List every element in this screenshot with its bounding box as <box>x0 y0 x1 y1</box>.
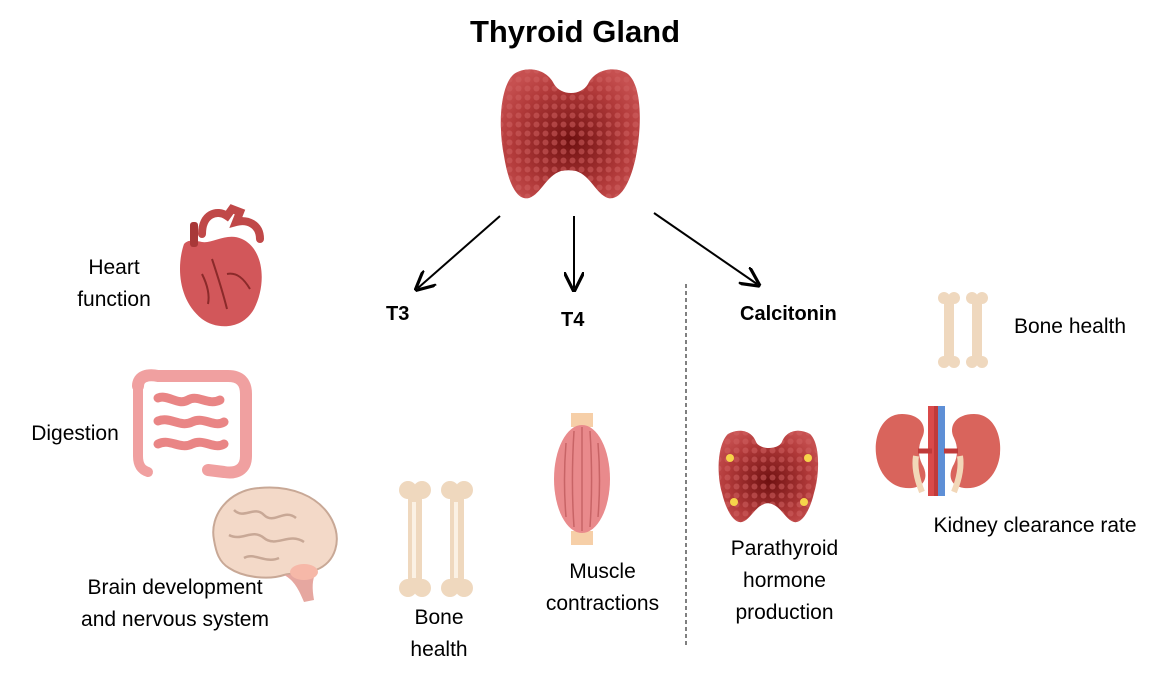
label-line: Parathyroid <box>730 537 839 560</box>
hormone-t4: T4 <box>561 309 585 331</box>
label-line: Heart <box>88 256 140 279</box>
thyroid-gland-icon <box>500 69 640 199</box>
label-bone-health-t3: Bone health <box>384 602 494 666</box>
label-muscle: Muscle contractions <box>530 556 675 620</box>
arrow-to-t3 <box>418 215 501 288</box>
bone-icon <box>399 481 473 597</box>
intestine-icon <box>132 369 252 479</box>
brain-icon <box>212 486 338 602</box>
hormone-calcitonin: Calcitonin <box>740 303 837 325</box>
kidney-icon <box>875 406 1001 496</box>
label-line: and nervous system <box>81 608 269 631</box>
label-bone-health-calcitonin: Bone health <box>1013 315 1127 338</box>
label-line: Bone <box>414 606 464 629</box>
label-kidney: Kidney clearance rate <box>933 514 1137 537</box>
page-title: Thyroid Gland <box>469 14 681 49</box>
label-line: Muscle <box>569 560 636 583</box>
label-parathyroid: Parathyroid hormone production <box>712 533 857 629</box>
label-line: Brain development <box>87 576 263 599</box>
label-digestion: Digestion <box>31 422 119 445</box>
label-brain: Brain development and nervous system <box>50 572 300 636</box>
label-heart-function: Heart function <box>64 252 164 316</box>
hormone-t3: T3 <box>386 303 410 325</box>
label-line: function <box>77 288 151 311</box>
label-line: production <box>735 601 834 624</box>
label-line: hormone <box>743 569 826 592</box>
label-line: contractions <box>545 592 660 615</box>
label-line: health <box>410 638 468 661</box>
heart-icon <box>179 204 264 327</box>
muscle-icon <box>554 413 610 545</box>
parathyroid-gland-icon <box>718 430 819 523</box>
arrow-to-calcitonin <box>653 212 757 284</box>
bone-icon <box>938 292 988 368</box>
